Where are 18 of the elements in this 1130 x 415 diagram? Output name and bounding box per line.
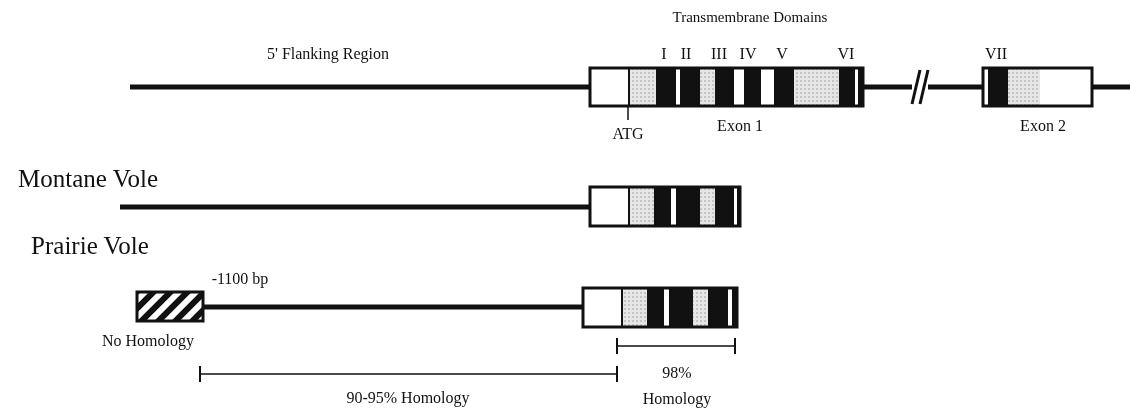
domain-numeral: VII: [984, 45, 1008, 63]
position-label: -1100 bp: [211, 270, 269, 288]
species-label: Montane Vole: [18, 165, 158, 193]
domain-numeral: II: [680, 45, 692, 63]
domain-numeral: I: [661, 45, 667, 63]
domain-numeral: IV: [739, 45, 757, 63]
exon-label: Exon 1: [717, 117, 763, 135]
homology-label: No Homology: [102, 332, 194, 350]
domain-numeral: VI: [837, 45, 855, 63]
section-heading: Transmembrane Domains: [672, 9, 828, 26]
region-label: 5' Flanking Region: [267, 45, 389, 63]
species-label: Prairie Vole: [31, 232, 149, 260]
domain-numeral: III: [711, 45, 727, 63]
exon-label: Exon 2: [1020, 117, 1066, 135]
start-codon-label: ATG: [612, 125, 644, 143]
homology-label: 90-95% Homology: [346, 389, 470, 407]
domain-numeral: V: [776, 45, 788, 63]
homology-label: 98% Homology: [641, 363, 713, 410]
